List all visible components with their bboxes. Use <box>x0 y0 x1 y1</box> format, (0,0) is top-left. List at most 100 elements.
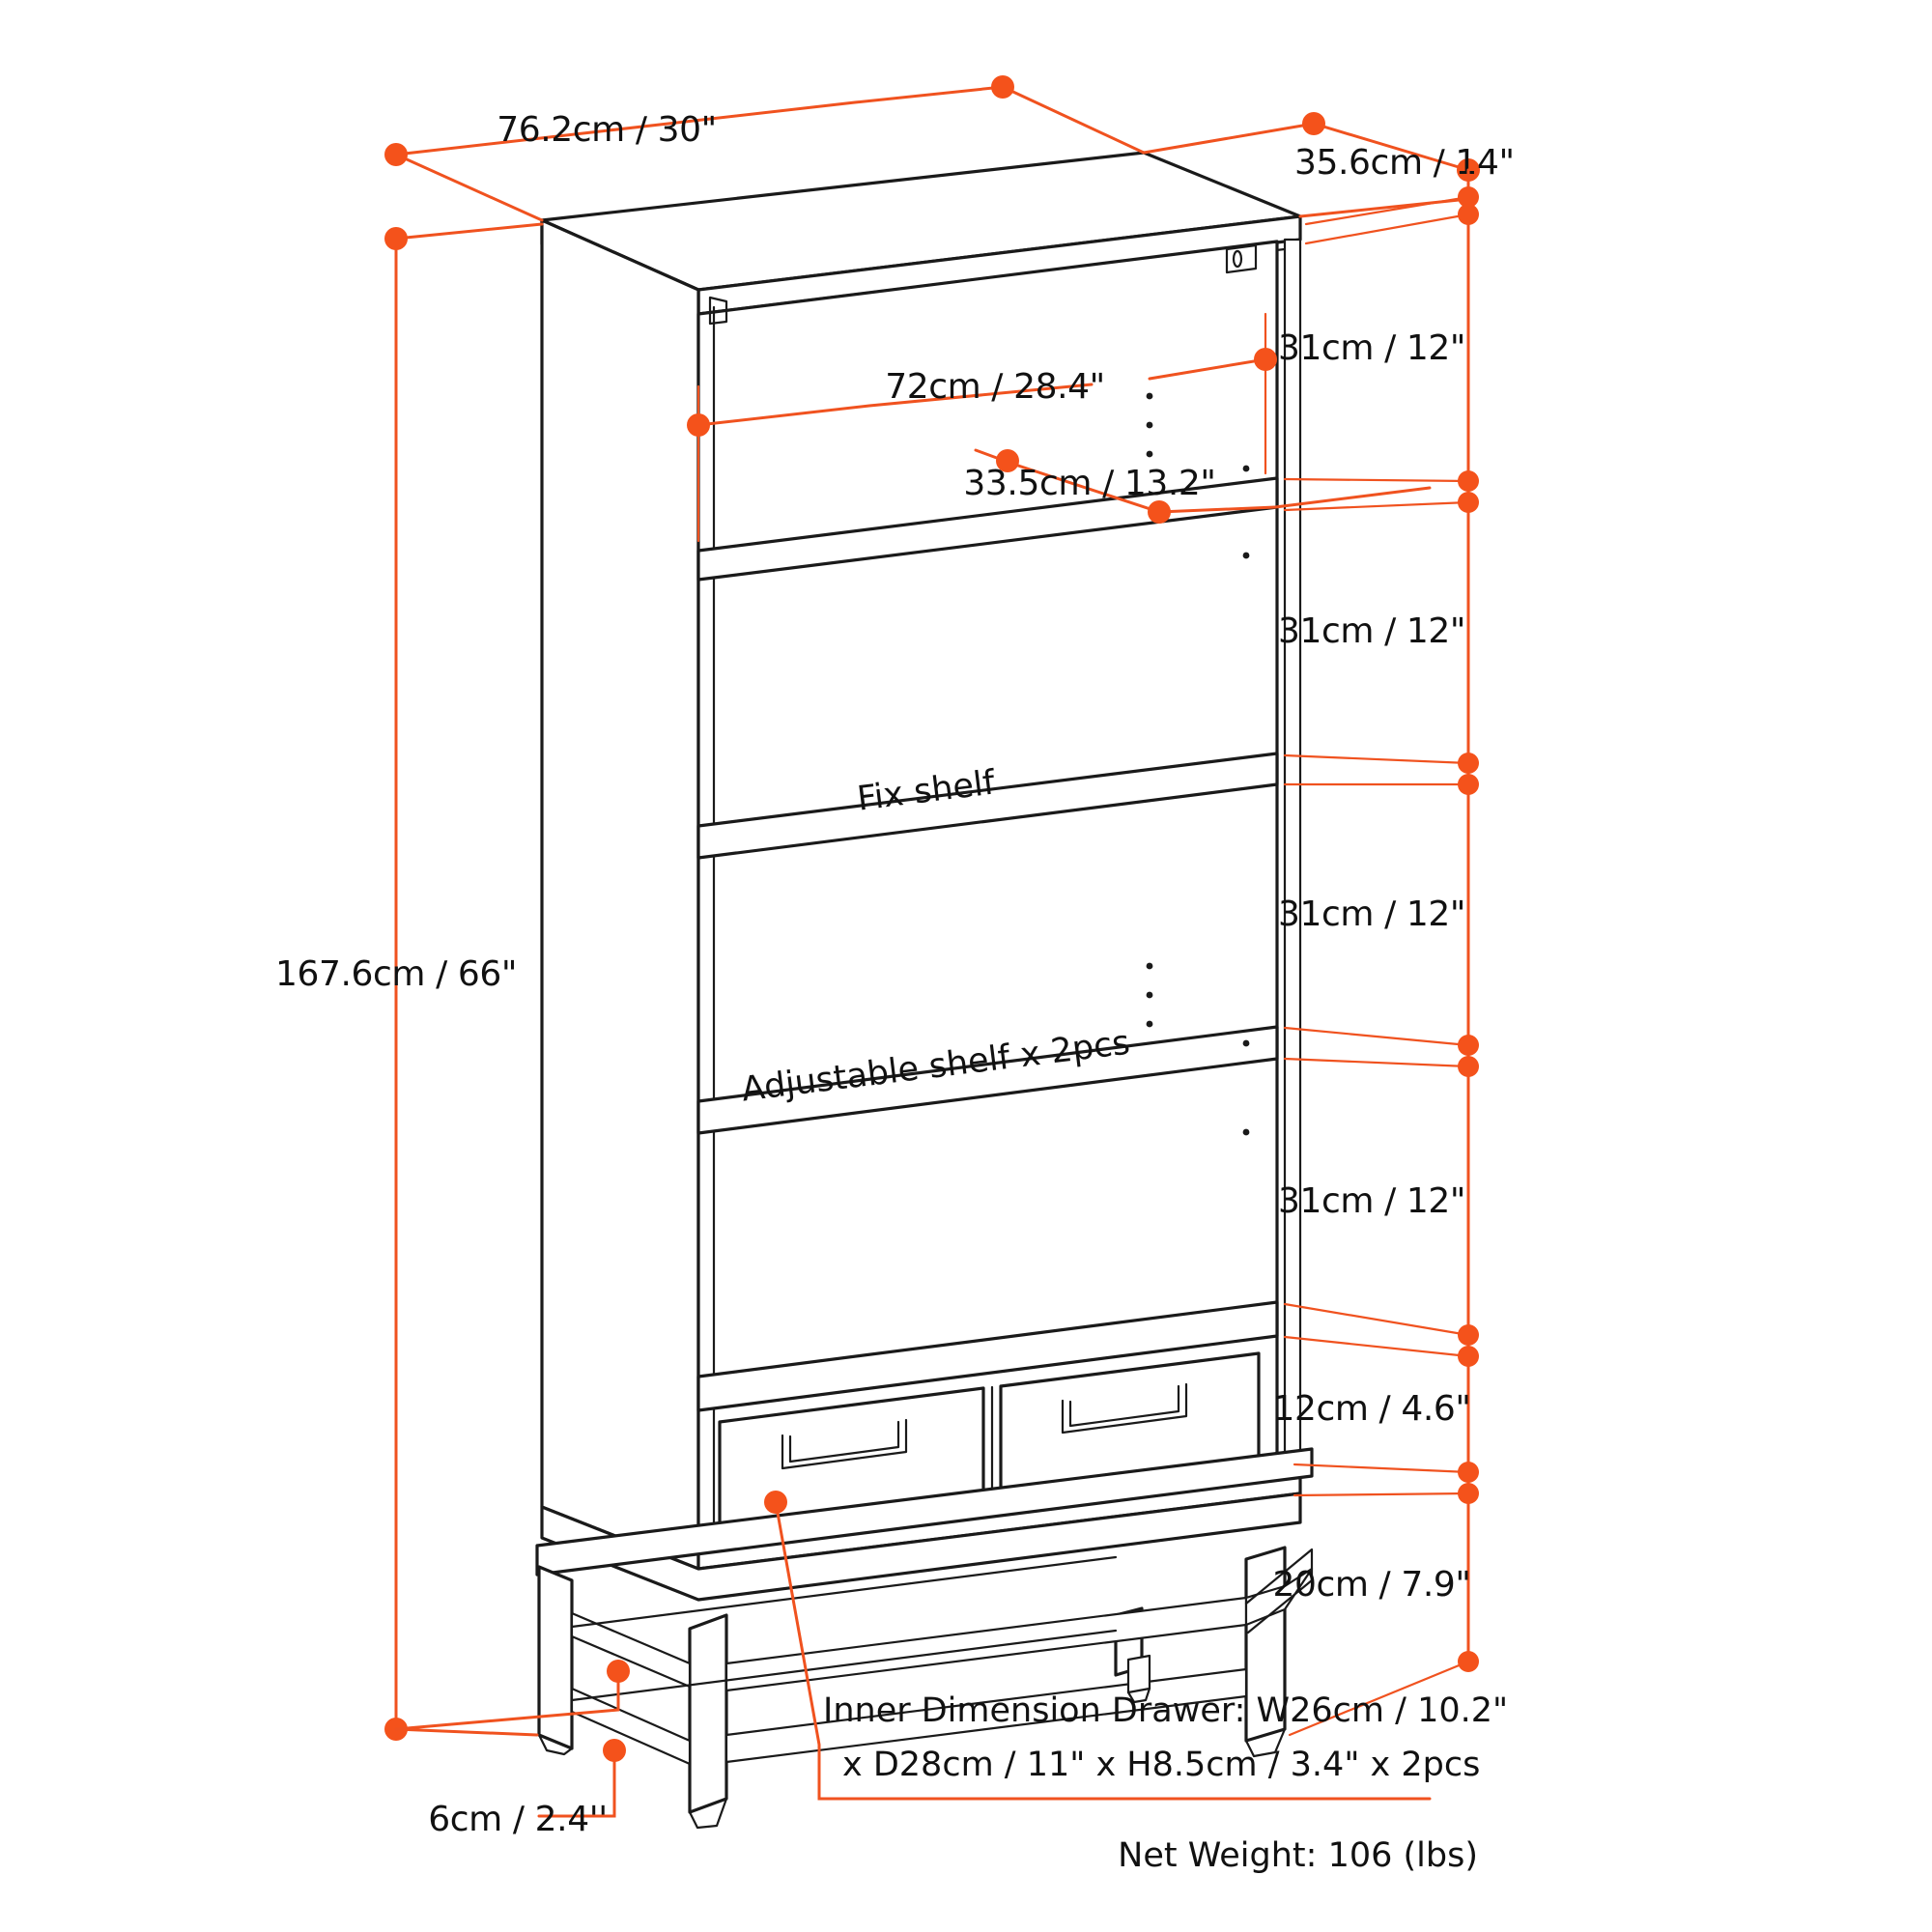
dim-inner-depth-dot-upper <box>996 449 1019 472</box>
dim-inner-depth: 33.5cm / 13.2" <box>963 448 1432 524</box>
dim-width-top-dot-right <box>991 75 1014 99</box>
dim-total-height: 167.6cm / 66" <box>275 222 544 1741</box>
dim-right-dot-2b <box>1458 492 1479 513</box>
base-rail-left-upper <box>570 1611 692 1689</box>
dim-right-dot-6a <box>1458 1462 1479 1483</box>
dim-inner-width-dot-right <box>1254 348 1277 371</box>
drawer-handle-left-icon <box>781 1418 908 1470</box>
dim-inner-depth-dot-lower <box>1148 500 1171 524</box>
cabinet-body <box>540 151 1302 1602</box>
dim-bay-3-label: 31cm / 12" <box>1278 895 1465 934</box>
dim-height-dot-top <box>384 227 408 250</box>
dim-height-leader-top <box>394 222 544 241</box>
dim-right-dot-5a <box>1458 1324 1479 1346</box>
dim-depth-top-dot-left <box>1302 112 1325 135</box>
dim-inner-width-line-right <box>1148 357 1267 381</box>
base-rail-front-lower <box>724 1667 1248 1764</box>
dim-right-tick-5b <box>1283 1335 1470 1358</box>
base-rail-left-lower <box>570 1687 692 1766</box>
center-glide-foot-base <box>1126 1687 1151 1704</box>
drawer-inner-callout: Inner Dimension Drawer: W26cm / 10.2" x … <box>764 1491 1508 1801</box>
dim-foot-dot-lower <box>603 1739 626 1762</box>
right-stile-outer <box>1283 238 1302 1463</box>
shelf-2-front-edge <box>696 782 1279 860</box>
dim-foot-dot-upper <box>607 1660 630 1683</box>
drawer-inner-line1: Inner Dimension Drawer: W26cm / 10.2" <box>823 1691 1508 1730</box>
top-left-bracket-icon <box>708 296 728 326</box>
dim-width-top-line <box>394 85 1005 156</box>
top-right-bracket-hole-icon <box>1232 249 1243 269</box>
dim-right-dot-5b <box>1458 1346 1479 1367</box>
dim-depth-top: 35.6cm / 14" <box>1142 112 1515 218</box>
dim-width-top: 76.2cm / 30" <box>384 75 1146 222</box>
dim-width-top-dot-left <box>384 143 408 166</box>
base-rail-right-upper <box>1244 1567 1314 1627</box>
dim-bay-1-label: 31cm / 12" <box>1278 328 1465 368</box>
shelf-1-front-edge <box>696 505 1279 582</box>
dim-right-tick-6a <box>1293 1463 1470 1474</box>
dim-right-tick-2a <box>1283 477 1470 483</box>
leg-front-left-foot <box>688 1797 728 1830</box>
dim-depth-top-label: 35.6cm / 14" <box>1294 143 1515 183</box>
dim-right-dot-6b <box>1458 1483 1479 1504</box>
dim-foot-leader-c <box>537 1748 616 1818</box>
net-weight-label: Net Weight: 106 (lbs) <box>1118 1836 1478 1875</box>
dim-inner-width: 72cm / 28.4" <box>687 312 1277 543</box>
drawer-inner-line2: x D28cm / 11" x H8.5cm / 3.4" x 2pcs <box>842 1746 1480 1784</box>
drawer-handle-right-icon <box>1061 1382 1188 1435</box>
shelf-peg-holes-upper <box>1146 392 1250 559</box>
drawer-handle-left-inner-icon <box>788 1420 900 1463</box>
dim-foot-width: 6cm / 2.4'' <box>394 1660 630 1839</box>
dim-foot-width-label: 6cm / 2.4'' <box>428 1800 607 1839</box>
left-side-panel <box>540 218 700 1571</box>
dim-bay-4-label: 31cm / 12" <box>1278 1181 1465 1221</box>
drawer-handle-right-inner-icon <box>1068 1384 1180 1428</box>
dim-right-tick-2b <box>1283 500 1470 512</box>
base-frame <box>535 1447 1314 1830</box>
dim-right-dot-7 <box>1458 1651 1479 1672</box>
dim-right-tick-5a <box>1283 1302 1470 1337</box>
dim-right-dot-3b <box>1458 774 1479 795</box>
base-rail-front-upper <box>724 1596 1248 1692</box>
dim-right-chain: 31cm / 12" 31cm / 12" 31cm / 12" 31cm / … <box>1272 168 1479 1737</box>
dim-right-tick-1b <box>1304 213 1470 245</box>
shelf-peg-holes-lower <box>1146 962 1250 1136</box>
top-right-bracket-icon <box>1225 243 1258 274</box>
drawer-band-top-rear <box>696 1334 1279 1412</box>
base-rail-rear-sight <box>570 1555 1118 1629</box>
dim-total-height-label: 167.6cm / 66" <box>275 954 517 994</box>
dim-right-tick-4a <box>1283 1026 1470 1047</box>
dim-right-dot-2a <box>1458 470 1479 492</box>
dim-right-dot-4b <box>1458 1056 1479 1077</box>
drawer-callout-leader <box>774 1500 1432 1801</box>
dim-inner-depth-label: 33.5cm / 13.2" <box>963 464 1215 503</box>
leg-front-left <box>688 1613 728 1814</box>
leg-front-right-foot <box>1244 1727 1287 1758</box>
shelf-3-front-edge <box>696 1057 1279 1135</box>
dim-right-dot-1b <box>1458 204 1479 225</box>
dim-right-dot-3a <box>1458 753 1479 774</box>
base-top-board <box>535 1447 1314 1577</box>
drawer-callout-dot <box>764 1491 787 1514</box>
dim-right-dot-4a <box>1458 1035 1479 1056</box>
leg-back-left-foot <box>537 1733 574 1756</box>
dim-drawer-height-label: 12cm / 4.6" <box>1272 1389 1470 1429</box>
leg-back-left <box>537 1565 574 1750</box>
dim-inner-width-line <box>696 383 1094 427</box>
dim-width-top-label: 76.2cm / 30" <box>497 110 717 150</box>
dim-right-tick-1a <box>1304 195 1470 226</box>
dim-right-tick-7 <box>1288 1660 1470 1737</box>
dim-right-tick-3a <box>1283 753 1470 765</box>
dim-right-dot-1a <box>1458 186 1479 208</box>
dim-width-top-leader-right <box>1001 85 1146 155</box>
base-rail-right-diagonal <box>1244 1548 1314 1634</box>
dim-depth-top-leader-left <box>1142 122 1316 155</box>
dim-inner-width-label: 72cm / 28.4" <box>885 367 1105 407</box>
dim-inner-depth-line <box>1010 462 1432 514</box>
dim-bay-2-label: 31cm / 12" <box>1278 611 1465 651</box>
dim-right-tick-6b <box>1293 1492 1470 1497</box>
base-rail-rear-sight-2 <box>570 1629 1118 1702</box>
dim-depth-top-line <box>1312 122 1470 172</box>
